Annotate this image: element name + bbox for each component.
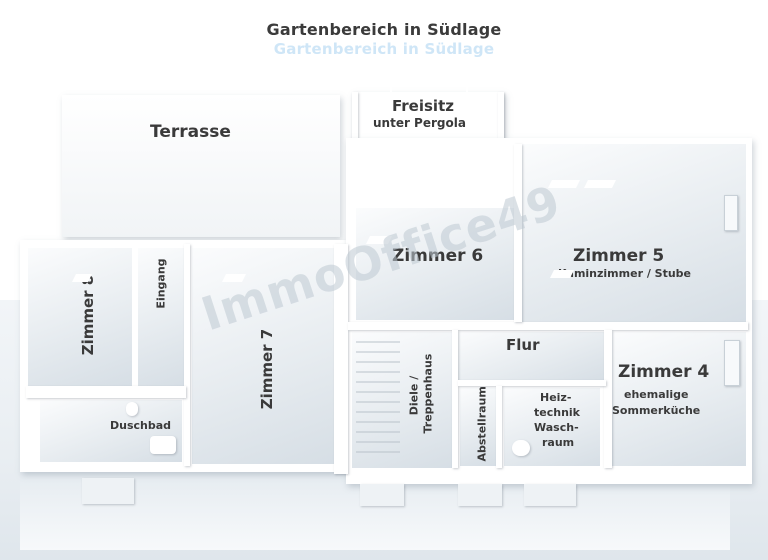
garden-area-heading-echo: Gartenbereich in Südlage bbox=[273, 40, 495, 58]
staircase bbox=[356, 341, 400, 453]
utility-label-line3: Wasch- bbox=[534, 421, 579, 434]
room-4-sublabel-line1: ehemalige bbox=[624, 388, 689, 401]
utility-room-basin bbox=[512, 440, 530, 456]
freisitz-label: Freisitz bbox=[392, 97, 454, 115]
utility-label-line2: technik bbox=[534, 406, 580, 419]
room-4-window bbox=[724, 340, 740, 386]
light-shaft-stair bbox=[360, 484, 404, 506]
wall-room5-room6 bbox=[514, 144, 522, 322]
shower-bath-label: Duschbad bbox=[110, 419, 172, 432]
light-shaft-storage bbox=[458, 484, 502, 506]
wall-east-middle bbox=[348, 322, 748, 330]
wall-bath-top bbox=[26, 386, 186, 398]
wall-utility-top bbox=[458, 380, 606, 386]
shower-bath-toilet bbox=[126, 402, 138, 416]
storage-room-floor bbox=[460, 388, 496, 466]
wall-west-divider bbox=[184, 244, 190, 466]
room-5-label: Zimmer 5 bbox=[573, 246, 665, 266]
garden-area-heading: Gartenbereich in Südlage bbox=[266, 20, 502, 39]
light-shaft-west bbox=[82, 478, 134, 504]
room-5-window bbox=[724, 195, 738, 231]
wall-stair-east bbox=[452, 330, 458, 468]
shower-bath-sink bbox=[150, 436, 176, 454]
room-4-floor bbox=[612, 332, 746, 466]
terrace-label: Terrasse bbox=[150, 122, 231, 142]
room-8-floor bbox=[28, 248, 132, 386]
hallway-floor bbox=[458, 332, 606, 380]
wall-room4-west bbox=[604, 330, 612, 468]
wall-central-divider bbox=[334, 244, 348, 474]
room-4-label: Zimmer 4 bbox=[618, 362, 710, 382]
freisitz-sublabel: unter Pergola bbox=[373, 116, 466, 130]
hallway-label: Flur bbox=[506, 336, 540, 354]
utility-label-line4: raum bbox=[542, 436, 575, 449]
room-5-sublabel: Kaminzimmer / Stube bbox=[558, 267, 692, 280]
stairwell-floor bbox=[352, 332, 452, 468]
room-7-floor bbox=[192, 248, 334, 464]
entrance-floor bbox=[138, 248, 184, 386]
terrace-slab bbox=[62, 95, 340, 237]
wall-storage-east bbox=[496, 386, 502, 468]
room-4-sublabel-line2: Sommerküche bbox=[612, 404, 701, 417]
utility-label-line1: Heiz- bbox=[540, 391, 572, 404]
light-shaft-utility bbox=[524, 484, 576, 506]
room-5-floor bbox=[522, 144, 746, 322]
room-6-label: Zimmer 6 bbox=[392, 246, 484, 266]
room-6-floor bbox=[356, 208, 514, 320]
pergola-roof-edge bbox=[390, 70, 468, 98]
